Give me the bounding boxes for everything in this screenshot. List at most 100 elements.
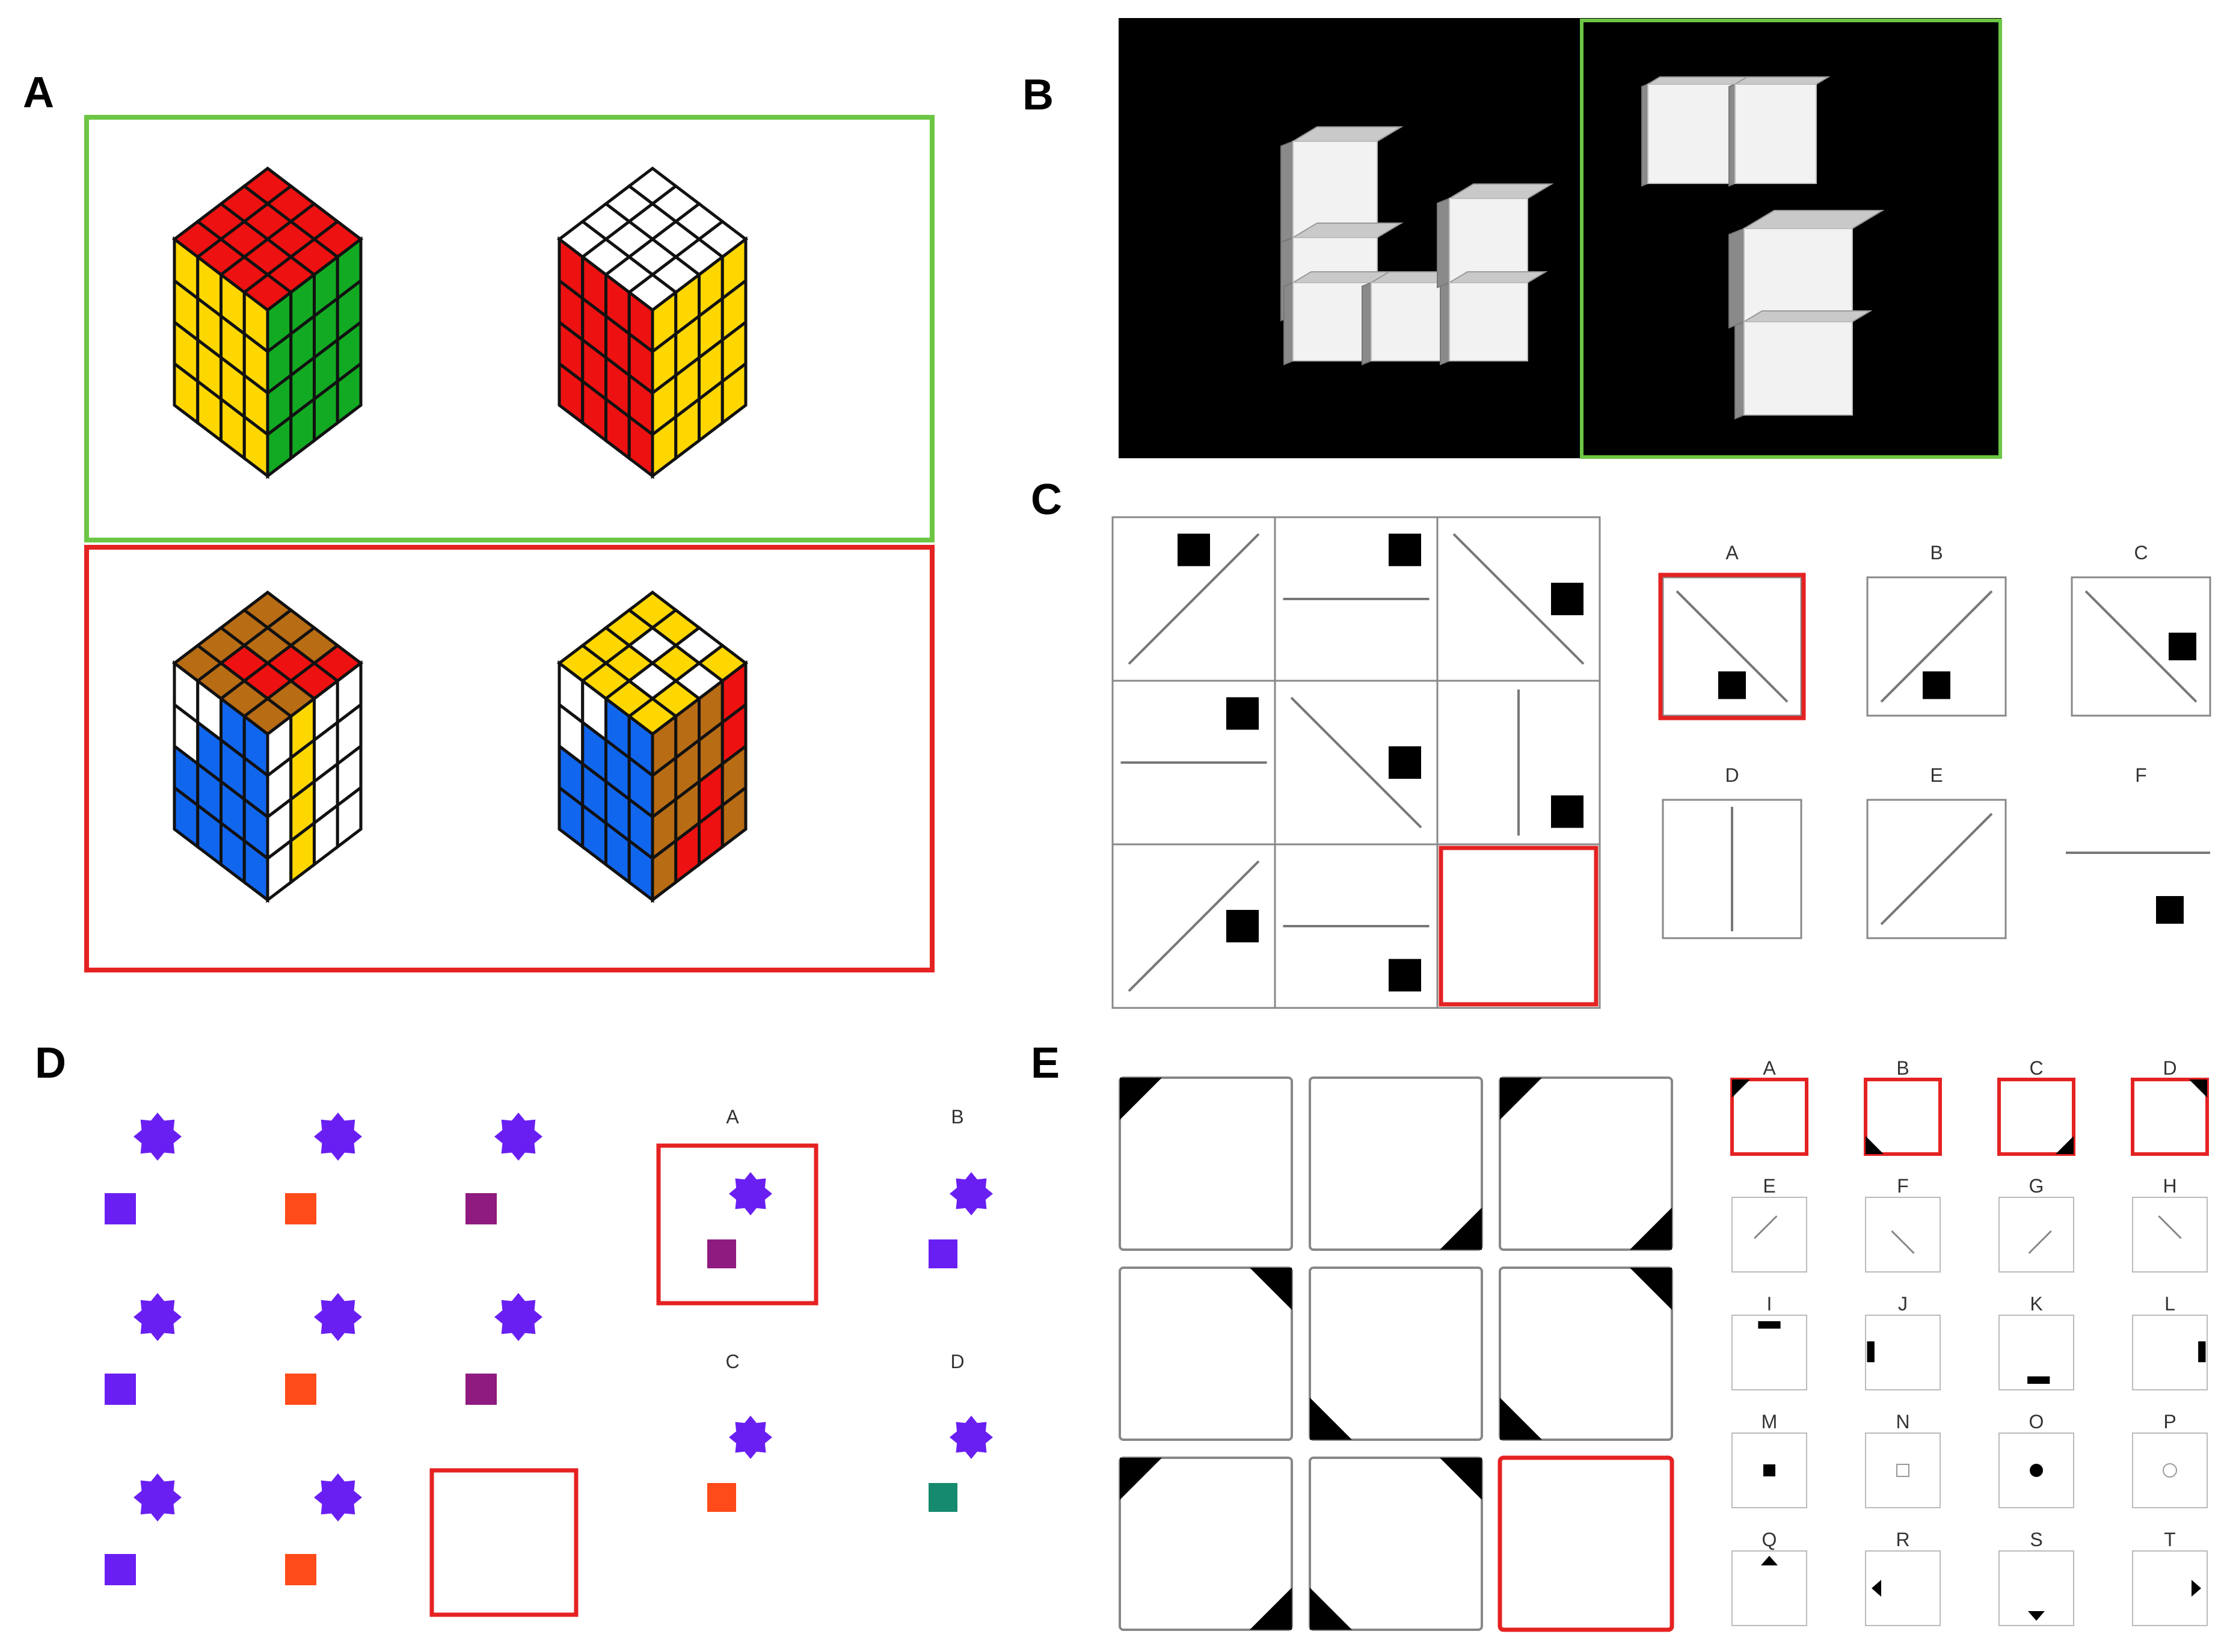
panel-label-b: B xyxy=(1022,71,1054,119)
black-square xyxy=(1389,746,1421,779)
corner-triangle xyxy=(2189,1079,2207,1098)
render-background xyxy=(1119,18,2001,458)
block2-top-right xyxy=(1728,76,1831,187)
cell-frame xyxy=(1309,1076,1483,1251)
matrix-cell-d xyxy=(105,1473,182,1585)
option-label-c: D xyxy=(1725,764,1739,786)
block-side xyxy=(1283,281,1294,366)
option-label-e: C xyxy=(2029,1057,2043,1079)
black-square xyxy=(1389,959,1421,992)
matrix-cell-d xyxy=(465,1113,542,1224)
answer-slot-frame xyxy=(1497,1455,1674,1632)
black-bar xyxy=(1758,1321,1781,1329)
option-e-9: J xyxy=(1865,1293,1941,1390)
panel-label-d: D xyxy=(35,1039,66,1087)
black-bar xyxy=(1867,1341,1875,1363)
matrix-cell-d xyxy=(285,1113,362,1224)
square-shape xyxy=(929,1239,957,1268)
option-frame xyxy=(1731,1197,1807,1273)
option-label-e: E xyxy=(1763,1175,1775,1197)
option-e-5: F xyxy=(1865,1175,1941,1273)
block-side xyxy=(1440,281,1450,366)
black-square xyxy=(1389,533,1421,567)
cube-left-face xyxy=(558,236,654,479)
block-side xyxy=(1280,140,1294,244)
black-square xyxy=(1551,795,1583,828)
matrix-cell-e xyxy=(1309,1267,1483,1441)
matrix-cell xyxy=(1436,843,1601,1009)
option-e-13: N xyxy=(1865,1411,1941,1508)
black-bar xyxy=(2198,1341,2206,1363)
option-label-c: B xyxy=(1930,542,1943,563)
option-c-5 xyxy=(2066,852,2210,924)
cube-top-face xyxy=(556,590,749,736)
block-right-bottom xyxy=(1440,271,1548,366)
cube-right-face xyxy=(651,660,748,903)
black-bar xyxy=(2027,1376,2050,1384)
block2-lower-upper xyxy=(1728,210,1885,329)
corner-triangle xyxy=(1250,1588,1292,1630)
black-square xyxy=(1923,671,1950,699)
block-front xyxy=(1647,84,1736,184)
block-top xyxy=(1447,271,1548,283)
square-shape xyxy=(465,1374,497,1405)
block-top xyxy=(1733,76,1831,85)
matrix-cell xyxy=(1274,843,1439,1009)
diagonal-line xyxy=(1880,590,1993,703)
matrix-cell-e xyxy=(1119,1076,1293,1251)
matrix-cell xyxy=(1111,843,1276,1009)
highlighted-option-frame xyxy=(2131,1078,2209,1156)
matrix-cell xyxy=(1111,516,1276,682)
block-front xyxy=(1449,198,1528,283)
panel-b: B xyxy=(1022,18,2002,459)
star-shape xyxy=(494,1113,542,1161)
option-label-c: F xyxy=(2135,764,2147,786)
cell-frame xyxy=(1119,1267,1293,1441)
block-front xyxy=(1371,282,1450,361)
corner-triangle xyxy=(1120,1078,1162,1120)
square-shape xyxy=(105,1374,136,1405)
matrix-cell xyxy=(1274,680,1439,846)
block-right-top xyxy=(1437,183,1554,289)
option-label-e: D xyxy=(2163,1057,2176,1079)
panel-a: A xyxy=(23,69,935,972)
cell-frame xyxy=(1309,1267,1483,1441)
panel-label-a: A xyxy=(23,69,54,117)
matrix-cell-e xyxy=(1309,1076,1483,1251)
selected-option-frame xyxy=(656,1143,819,1306)
incorrect-pair-frame xyxy=(84,545,935,972)
matrix-cell-e xyxy=(1119,1267,1293,1441)
option-e-8: I xyxy=(1731,1293,1807,1390)
corner-triangle xyxy=(1440,1458,1482,1500)
option-d-0: A xyxy=(656,1106,819,1306)
cube-sticker xyxy=(336,360,363,426)
star-shape xyxy=(950,1172,993,1215)
corner-triangle xyxy=(1250,1268,1292,1310)
block-top xyxy=(1742,310,1873,322)
diagonal-line xyxy=(2158,1215,2182,1239)
square-shape xyxy=(465,1193,497,1224)
matrix-cell-d xyxy=(105,1293,182,1405)
option-label-e: Q xyxy=(1762,1529,1777,1550)
diagonal-line xyxy=(1754,1215,1778,1239)
rubiks-cubes xyxy=(171,166,749,903)
diagonal-line xyxy=(2028,1230,2052,1254)
cell-frame xyxy=(1119,1457,1293,1631)
corner-triangle xyxy=(1310,1588,1352,1630)
correct-view-frame xyxy=(1580,19,2002,459)
matrix-cell-e xyxy=(1497,1455,1674,1632)
cube-sticker xyxy=(720,784,748,850)
option-label-e: A xyxy=(1763,1057,1776,1079)
option-e-2: C xyxy=(1997,1057,2075,1156)
star-shape xyxy=(134,1113,182,1161)
option-label-e: L xyxy=(2164,1293,2175,1315)
option-frame xyxy=(2132,1432,2208,1508)
matrix-cell-d xyxy=(285,1293,362,1405)
matrix-cell-e xyxy=(1499,1267,1673,1441)
black-square xyxy=(1226,910,1259,942)
star-shape xyxy=(729,1172,772,1215)
